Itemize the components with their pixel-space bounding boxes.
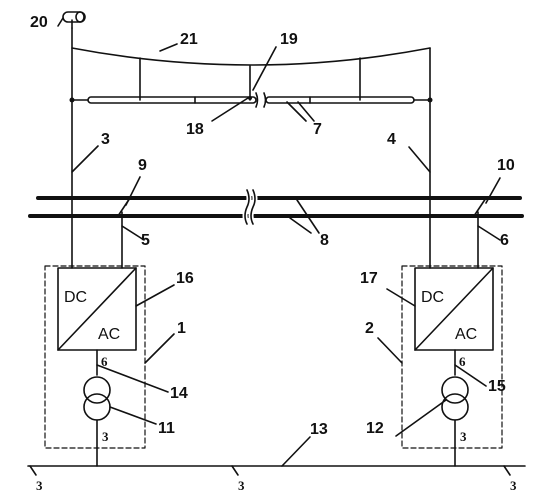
- transformer-right-winding-top: [441, 376, 469, 404]
- bus-right-label: 3: [510, 478, 517, 493]
- leader-2: [377, 337, 403, 364]
- leader-12: [395, 399, 447, 437]
- label-14: 14: [170, 385, 188, 402]
- bus-center-label: 3: [238, 478, 245, 493]
- label-7: 7: [313, 121, 322, 138]
- junction-dot: [427, 97, 433, 103]
- converter-right-ac-label: AC: [455, 326, 477, 343]
- leader-21: [159, 43, 178, 52]
- leader-18: [211, 97, 249, 122]
- leader-13: [281, 436, 311, 467]
- label-4: 4: [387, 131, 396, 148]
- leader-16: [135, 284, 175, 307]
- converter-right-dc-label: DC: [421, 289, 444, 306]
- label-10: 10: [497, 157, 515, 174]
- label-8: 8: [320, 232, 329, 249]
- tap-10: [473, 197, 487, 217]
- conductor-rod-left: [87, 96, 257, 104]
- label-17: 17: [360, 270, 378, 287]
- label-15: 15: [488, 378, 506, 395]
- leader-14: [96, 364, 169, 393]
- label-20: 20: [30, 14, 48, 31]
- winding-left-bottom-label: 3: [102, 429, 109, 444]
- bus-tick-center: [231, 465, 239, 476]
- label-11: 11: [158, 420, 175, 437]
- leader-3: [71, 145, 99, 173]
- converter-left-dc-label: DC: [64, 289, 87, 306]
- break-mark: [255, 92, 267, 108]
- bus-tick-left: [29, 465, 37, 476]
- leader-17: [386, 288, 416, 307]
- support-cable-21: [71, 47, 431, 66]
- leader-4: [408, 146, 431, 173]
- leader-5: [121, 225, 145, 241]
- bus-left-label: 3: [36, 478, 43, 493]
- labels: 20 21 19 18 7 3 4 9 10 5 6 8 16 17 1 2 1…: [30, 14, 517, 493]
- converter-right-17: [414, 267, 494, 351]
- element-20-cap: [75, 11, 85, 23]
- label-19: 19: [280, 31, 298, 48]
- leader-11: [109, 406, 157, 425]
- transformer-left-winding-bottom: [83, 393, 111, 421]
- transformer-left-winding-top: [83, 376, 111, 404]
- junction-dot: [248, 96, 252, 100]
- winding-left-top-label: 6: [101, 354, 108, 369]
- leader-1: [144, 333, 175, 364]
- label-18: 18: [186, 121, 204, 138]
- leader-7b: [297, 101, 315, 122]
- converter-diagonal: [414, 267, 494, 351]
- leader-6: [477, 225, 501, 241]
- transformer-right-winding-bottom: [441, 393, 469, 421]
- element-20-body: [62, 11, 86, 23]
- leader-20: [57, 17, 64, 27]
- junction-dot: [69, 97, 75, 103]
- wiring: [27, 11, 526, 476]
- busbar-break-mark: [244, 189, 256, 225]
- bus-tick-right: [503, 465, 511, 476]
- label-9: 9: [138, 157, 147, 174]
- label-13: 13: [310, 421, 328, 438]
- label-5: 5: [141, 232, 150, 249]
- leader-7a: [286, 101, 307, 122]
- winding-right-top-label: 6: [459, 354, 466, 369]
- junction-dots: [69, 96, 433, 103]
- label-6: 6: [500, 232, 509, 249]
- label-21: 21: [180, 31, 198, 48]
- leader-8b: [289, 217, 312, 234]
- winding-right-bottom-label: 3: [460, 429, 467, 444]
- leader-19: [252, 46, 277, 91]
- label-1: 1: [177, 320, 186, 337]
- label-3: 3: [101, 131, 110, 148]
- leader-9: [125, 176, 141, 206]
- converter-left-ac-label: AC: [98, 326, 120, 343]
- substation-1: [44, 265, 146, 449]
- leader-10: [485, 177, 501, 204]
- label-16: 16: [176, 270, 194, 287]
- leader-8a: [296, 199, 320, 234]
- substation-2: [401, 265, 503, 449]
- label-12: 12: [366, 420, 384, 437]
- leader-15: [454, 364, 487, 387]
- converter-diagonal: [57, 267, 137, 351]
- label-2: 2: [365, 320, 374, 337]
